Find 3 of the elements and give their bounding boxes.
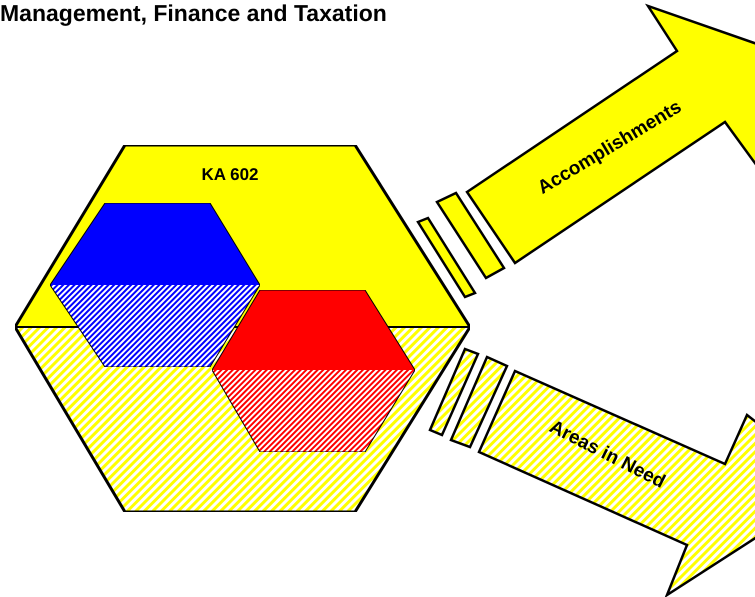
diagram-title: Management, Finance and Taxation: [0, 0, 387, 27]
block-title: KA 602: [202, 165, 258, 185]
arrow-label: Areas in Need: [546, 416, 668, 494]
